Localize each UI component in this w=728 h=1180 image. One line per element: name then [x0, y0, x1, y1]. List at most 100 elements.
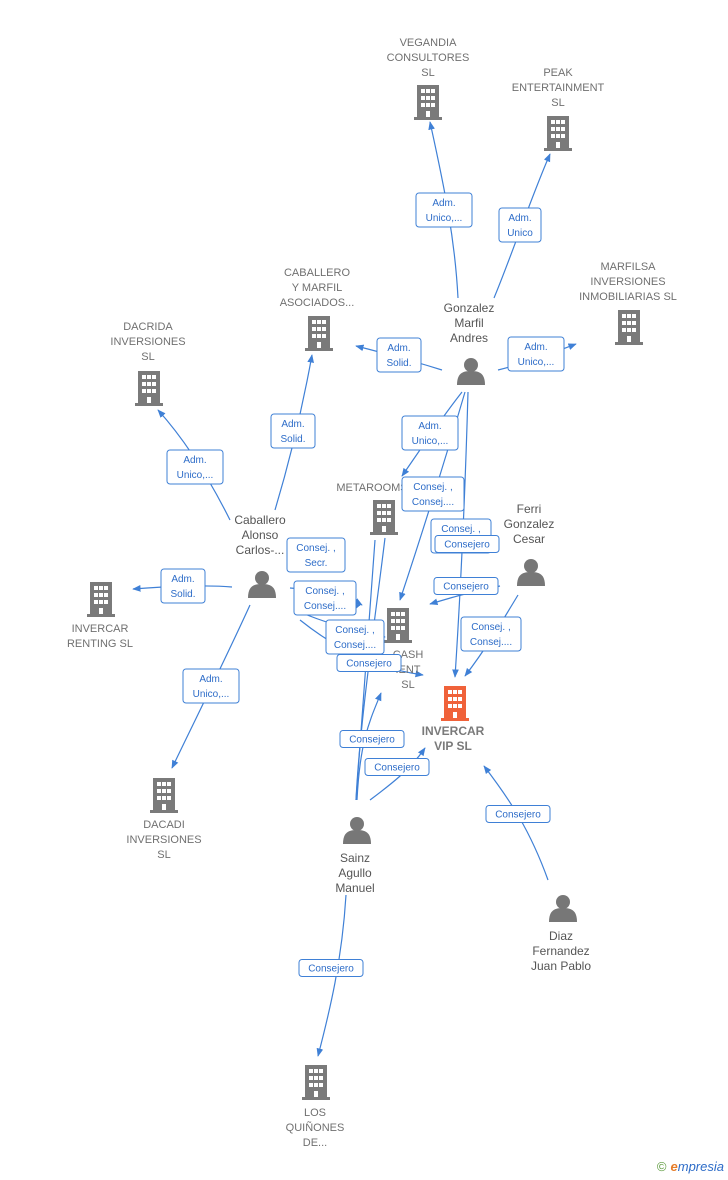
relation-label-text: Unico,... [518, 357, 555, 368]
node-label-line: Y MARFIL [292, 282, 343, 294]
relation-label-text: Consej. , [413, 482, 452, 493]
relation-label-text: Adm. [199, 674, 222, 685]
node-label-line: DACRIDA [123, 321, 173, 333]
relation-label-text: Consej. , [335, 625, 374, 636]
node-label-line: ENTERTAINMENT [512, 82, 605, 94]
node-label-line: Andres [450, 331, 488, 345]
building-icon [370, 500, 398, 535]
relation-label-text: Consej. , [441, 524, 480, 535]
node-label-line: SL [421, 67, 434, 79]
relation-label[interactable]: Consejero [339, 730, 405, 748]
node-label-line: QUIÑONES [286, 1121, 345, 1134]
relation-label[interactable]: Adm.Unico,... [182, 668, 240, 704]
relation-label-text: Adm. [524, 342, 547, 353]
relation-label-box [182, 668, 240, 704]
node-label-line: CABALLERO [284, 267, 350, 279]
node-label-line: INVERSIONES [126, 834, 201, 846]
relation-label-text: Consejero [308, 964, 354, 975]
relation-label-text: Unico,... [426, 213, 463, 224]
company-node-los_quinones[interactable]: LOSQUIÑONESDE... [286, 1065, 345, 1149]
relation-label-text: Solid. [280, 434, 305, 445]
relation-label[interactable]: Consej. , Consej.... [401, 476, 465, 512]
relation-label-text: Consej.... [412, 497, 454, 508]
node-label-line: INVERCAR [72, 623, 129, 635]
person-icon [517, 559, 545, 586]
relation-label[interactable]: Adm. Solid. [270, 413, 316, 449]
node-label-line: ASOCIADOS... [280, 297, 355, 309]
relation-label-text: Unico,... [412, 436, 449, 447]
node-label-line: Caballero [234, 513, 286, 527]
node-label-line: Manuel [335, 881, 374, 895]
relation-labels-layer: Adm.Unico,...Adm.UnicoAdm.Solid.Adm.Unic… [160, 192, 565, 977]
node-label-line: SL [401, 679, 414, 691]
relation-label[interactable]: Consejero [433, 577, 499, 595]
relation-label[interactable]: Consej. ,Consej.... [293, 580, 357, 616]
company-node-vegandia[interactable]: VEGANDIA CONSULTORES SL [387, 37, 470, 120]
relation-label-text: Adm. [281, 419, 304, 430]
relation-label[interactable]: Consej. ,Secr. [286, 537, 346, 573]
relation-label-box [270, 413, 316, 449]
relation-label-box [339, 730, 405, 748]
relation-label-text: Consejero [349, 735, 395, 746]
node-label-line: DE... [303, 1137, 327, 1149]
person-node-caballero[interactable]: CaballeroAlonsoCarlos-... [234, 513, 286, 598]
relation-label-text: Solid. [170, 589, 195, 600]
relation-label-text: Consejero [444, 540, 490, 551]
relation-label-box [364, 758, 430, 776]
relation-label-text: Adm. [432, 198, 455, 209]
node-label-line: MARFILSA [600, 261, 656, 273]
node-label-line: CONSULTORES [387, 52, 470, 64]
edge-sainz-los_quinones [316, 894, 347, 1057]
relation-label-box [376, 337, 422, 373]
building-icon [302, 1065, 330, 1100]
edge-line [355, 539, 376, 801]
company-node-caballero_marfil[interactable]: CABALLERO Y MARFIL ASOCIADOS... [280, 267, 355, 351]
relation-label-text: Consejero [346, 659, 392, 670]
relation-label-text: Adm. [171, 574, 194, 585]
relation-label[interactable]: Adm.Solid. [376, 337, 422, 373]
relation-label-box [401, 476, 465, 512]
node-label-line: INVERCAR [422, 724, 485, 738]
node-label-line: SL [141, 351, 154, 363]
node-label-line: SL [551, 97, 564, 109]
relation-label[interactable]: Adm.Unico [498, 207, 542, 243]
node-label-line: VEGANDIA [400, 37, 458, 49]
person-icon [343, 817, 371, 844]
relation-label[interactable]: Adm.Unico,... [401, 415, 459, 451]
relation-label-box [160, 568, 206, 604]
relation-label-text: Consej. , [471, 622, 510, 633]
building-icon [305, 316, 333, 351]
relation-label[interactable]: Consejero [298, 959, 364, 977]
relation-label[interactable]: Adm. Unico,... [507, 336, 565, 372]
relation-label[interactable]: Consejero [485, 805, 551, 823]
building-icon [87, 582, 115, 617]
node-label-line: Ferri [517, 502, 542, 516]
node-label-line: INMOBILIARIAS SL [579, 291, 677, 303]
relation-label[interactable]: Consejero [434, 535, 500, 553]
brand-name: mpresia [677, 1159, 724, 1174]
edge-sainz-invercar_vip [369, 747, 426, 801]
relation-label[interactable]: Adm. Unico,... [415, 192, 473, 228]
company-node-metarooms[interactable]: METAROOMS [336, 482, 408, 535]
building-icon [135, 371, 163, 406]
relation-label[interactable]: Consej. ,Consej.... [460, 616, 522, 652]
relation-label[interactable]: Consejero [336, 654, 402, 672]
relation-label[interactable]: Consejero [364, 758, 430, 776]
relation-label[interactable]: Adm.Unico,... [166, 449, 224, 485]
person-icon [549, 895, 577, 922]
relation-label[interactable]: Adm. Solid. [160, 568, 206, 604]
relation-label[interactable]: Consej. ,Consej.... [325, 619, 385, 655]
person-icon [457, 358, 485, 385]
